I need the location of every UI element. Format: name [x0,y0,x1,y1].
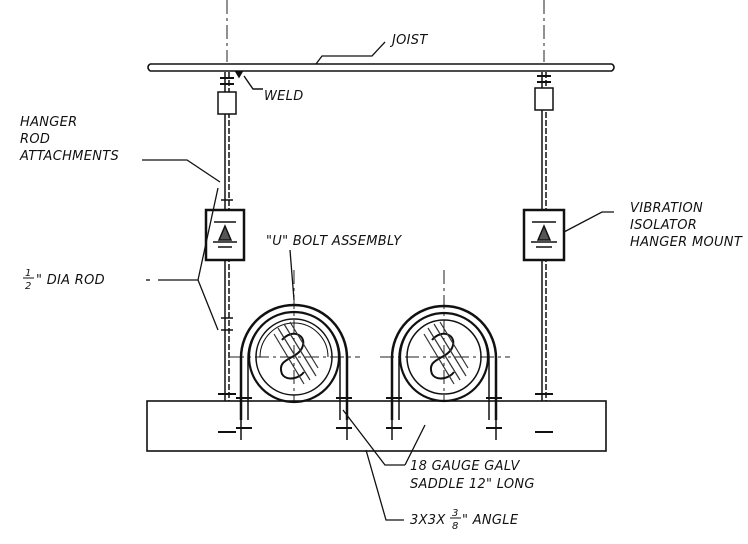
vibration-label-1: VIBRATION [630,201,703,216]
left-vibration-isolator [204,208,246,262]
dia-rod-frac-num: 1 [25,268,32,279]
saddle-label-1: 18 GAUGE GALV [410,459,520,474]
base-rod-nuts [218,393,553,433]
right-vibration-isolator [522,208,566,262]
angle-label-prefix: 3X3X [410,513,446,528]
vibration-label-2: ISOLATOR [630,218,697,233]
joist-label: JOIST [389,33,428,48]
joist [147,63,615,72]
weld-mark [234,71,263,90]
hanger-rod-label-3: ATTACHMENTS [19,149,119,164]
saddle-label-2: SADDLE 12" LONG [410,477,535,492]
left-pipe-assembly [236,303,352,440]
hanger-rod-label-2: ROD [20,132,50,147]
weld-label: WELD [264,89,304,104]
leader-lines [142,41,614,521]
vibration-label-3: HANGER MOUNT [630,235,743,250]
dia-rod-label: " DIA ROD [36,273,105,288]
angle-base [146,400,607,452]
angle-frac-den: 8 [452,521,459,532]
right-pipe-assembly [386,304,502,440]
dia-rod-frac-den: 2 [25,281,32,292]
u-bolt-label: "U" BOLT ASSEMBLY [266,234,402,249]
hanger-rod-label-1: HANGER [20,115,78,130]
angle-frac-num: 3 [452,508,459,519]
angle-label-suffix: " ANGLE [462,513,519,528]
